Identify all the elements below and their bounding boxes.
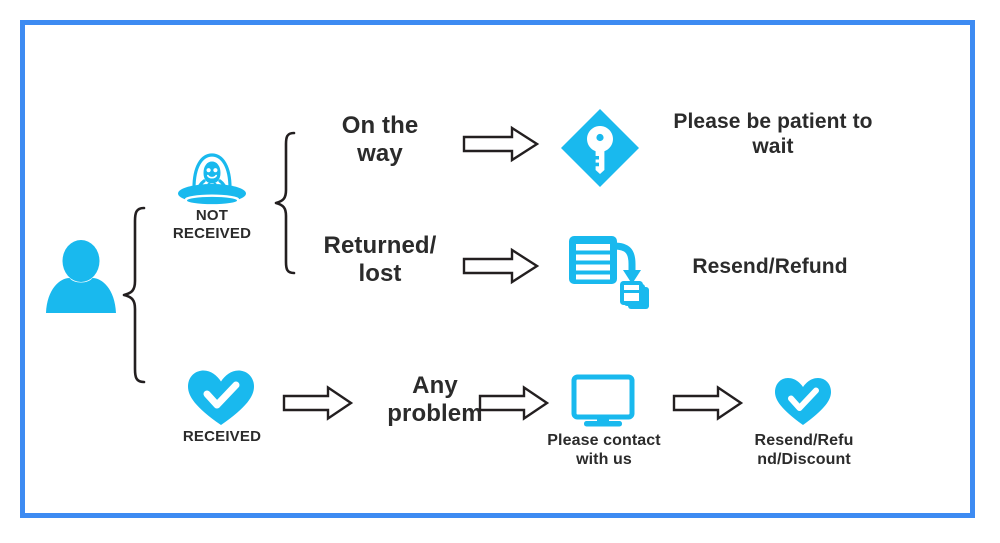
arrow-right-icon-received-1 (282, 385, 354, 421)
result-label-resend-refund: Resend/Refund (692, 255, 848, 278)
heart-check-icon-result (772, 375, 834, 429)
person-icon (42, 237, 120, 315)
condition-on-the-way: On the way (341, 112, 419, 168)
arrow-right-icon-received-3 (672, 385, 744, 421)
branch-label-received: RECEIVED (182, 428, 262, 445)
arrow-right-icon-received-2 (478, 385, 550, 421)
branch-label-not-received: NOT RECEIVED (172, 207, 252, 242)
caption-please-contact-with-us: Please contact with us (547, 432, 661, 468)
arrow-right-icon-on-the-way (462, 125, 540, 163)
condition-returned-lost: Returned/ lost (323, 232, 437, 288)
document-resend-icon (566, 232, 652, 318)
curly-brace-icon-secondary (272, 130, 298, 276)
result-label-please-be-patient: Please be patient to wait (673, 110, 873, 158)
ufo-alien-icon (176, 148, 248, 210)
curly-brace-icon-primary (120, 205, 148, 385)
monitor-icon (570, 374, 636, 430)
arrow-right-icon-returned-lost (462, 247, 540, 285)
condition-any-problem: Any problem (387, 372, 483, 428)
caption-resend-refund-discount: Resend/Refu nd/Discount (754, 432, 854, 468)
key-diamond-icon (556, 104, 644, 192)
heart-check-icon-received (185, 367, 257, 429)
